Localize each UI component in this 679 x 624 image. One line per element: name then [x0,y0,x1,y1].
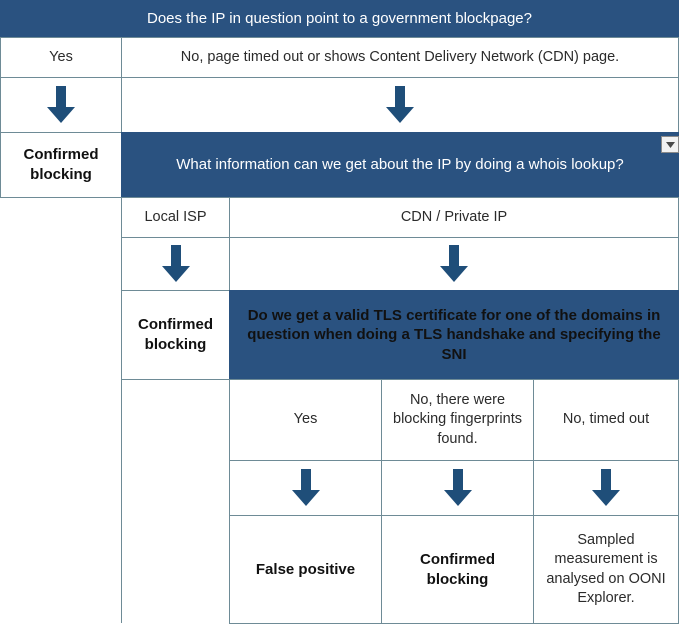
level3-arrow-fingerprints-cell [381,460,534,516]
arrow-down-icon [385,86,415,124]
column-rule-mid [229,379,230,623]
level2-answer-local-isp-cell: Local ISP [121,197,230,238]
level2-answer-local-isp-text: Local ISP [144,208,207,225]
level1-arrow-no-cell [121,77,679,133]
level3-outcome-sampled-cell: Sampled measurement is analysed on OONI … [533,515,679,624]
level1-answer-no-text: No, page timed out or shows Content Deli… [180,48,620,65]
level1-arrow-yes-cell [0,77,122,133]
level2-arrow-local-isp-cell [121,237,230,291]
chevron-down-icon[interactable] [661,136,679,153]
level2-outcome-confirmed-blocking-cell: Confirmed blocking [121,290,230,380]
level2-outcome-text: Confirmed blocking [138,316,213,353]
level1-question-banner: Does the IP in question point to a gover… [0,0,679,38]
level3-answer-fingerprints-cell: No, there were blocking fingerprints fou… [381,379,534,461]
level1-answer-no-cell: No, page timed out or shows Content Deli… [121,37,679,78]
level2-question-text: What information can we get about the IP… [176,156,624,174]
level3-answer-yes-text: Yes [293,411,318,428]
level3-outcome-confirmed-blocking-cell: Confirmed blocking [381,515,534,624]
arrow-down-icon [591,469,621,507]
level1-answer-yes-text: Yes [49,48,73,65]
level3-outcome-sampled-text: Sampled measurement is analysed on OONI … [546,532,666,606]
arrow-down-icon [291,469,321,507]
level3-arrow-yes-cell [229,460,382,516]
level3-answer-yes-cell: Yes [229,379,382,461]
level3-outcome-false-positive-text: False positive [255,560,356,578]
level2-question-banner: What information can we get about the IP… [121,132,679,198]
level1-question-text: Does the IP in question point to a gover… [147,10,532,28]
arrow-down-icon [443,469,473,507]
level3-answer-fingerprints-text: No, there were blocking fingerprints fou… [393,392,522,447]
level3-question-text: Do we get a valid TLS certificate for on… [247,306,661,363]
level3-outcome-confirmed-blocking-text: Confirmed blocking [420,550,495,588]
level2-answer-cdn-text: CDN / Private IP [400,208,508,225]
level3-arrow-timeout-cell [533,460,679,516]
arrow-down-icon [46,86,76,124]
level3-answer-timeout-cell: No, timed out [533,379,679,461]
level1-answer-yes-cell: Yes [0,37,122,78]
column-rule-left [121,197,122,623]
level2-answer-cdn-cell: CDN / Private IP [229,197,679,238]
arrow-down-icon [161,245,191,283]
level2-arrow-cdn-cell [229,237,679,291]
arrow-down-icon [439,245,469,283]
level3-answer-timeout-text: No, timed out [562,411,650,428]
level1-outcome-text: Confirmed blocking [23,146,99,183]
level3-question-banner: Do we get a valid TLS certificate for on… [229,290,679,380]
level3-outcome-false-positive-cell: False positive [229,515,382,624]
level1-outcome-confirmed-blocking-cell: Confirmed blocking [0,132,122,198]
